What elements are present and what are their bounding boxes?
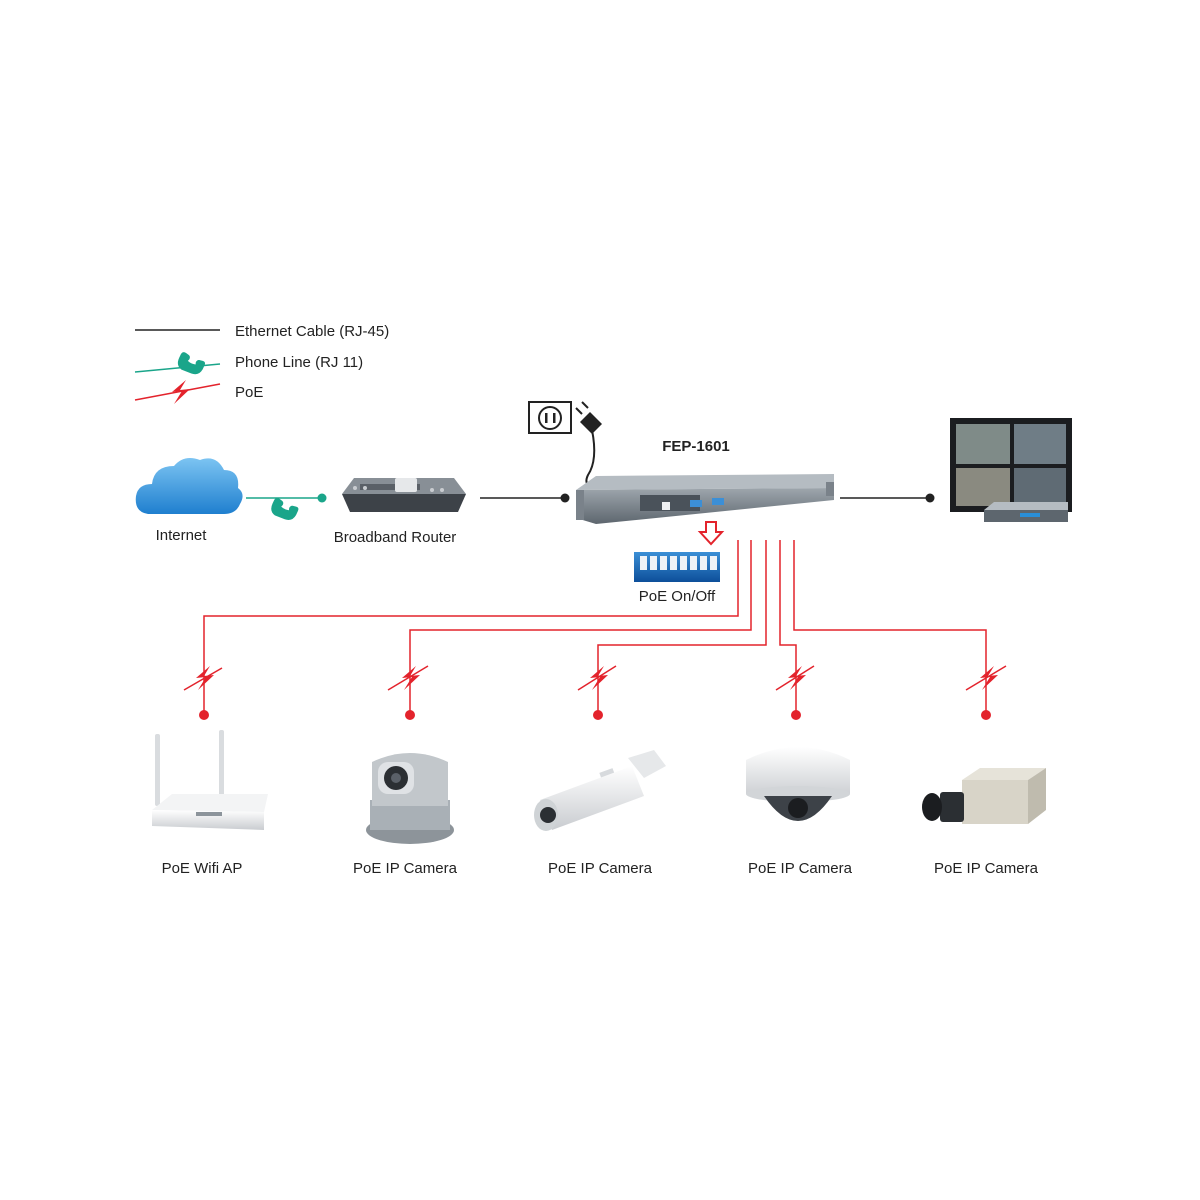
- device-label: PoE IP Camera: [353, 860, 458, 877]
- dome-camera-icon: [746, 747, 850, 821]
- poe-on-off-label: PoE On/Off: [639, 588, 716, 605]
- poe-endpoints: [199, 710, 991, 720]
- legend-poe-label: PoE: [235, 384, 263, 401]
- surveillance-monitor-icon: [950, 418, 1072, 512]
- internet-cloud-icon: [135, 458, 243, 514]
- power-plug-icon: [575, 401, 602, 434]
- poe-bolts: [183, 665, 1007, 691]
- bullet-camera-icon: [534, 750, 666, 831]
- legend-ethernet-label: Ethernet Cable (RJ-45): [235, 323, 389, 340]
- lightning-bolt-icon: [172, 380, 190, 404]
- top-connections: [246, 429, 935, 520]
- poe-links: [203, 540, 987, 712]
- wifi-access-point-icon: [152, 730, 268, 830]
- down-arrow-icon: [697, 521, 725, 546]
- poe-dip-switch-icon: [634, 552, 720, 582]
- switch-model-label: FEP-1601: [662, 438, 730, 455]
- ptz-camera-icon: [366, 753, 454, 844]
- legend-poe-line: [134, 380, 221, 404]
- lightning-bolt-icon: [577, 665, 617, 691]
- lightning-bolt-icon: [387, 665, 429, 691]
- lightning-bolt-icon: [775, 665, 815, 691]
- box-camera-icon: [922, 768, 1046, 824]
- router-label: Broadband Router: [334, 529, 457, 546]
- legend-phone-line: [134, 352, 221, 375]
- device-label: PoE Wifi AP: [162, 860, 243, 877]
- power-outlet-icon: [528, 401, 572, 434]
- lightning-bolt-icon: [183, 666, 223, 691]
- device-label: PoE IP Camera: [748, 860, 853, 877]
- phone-handset-icon: [271, 497, 299, 520]
- nvr-recorder-icon: [984, 502, 1068, 522]
- broadband-router-icon: [342, 478, 466, 512]
- lightning-bolt-icon: [965, 665, 1007, 691]
- phone-handset-icon: [177, 352, 206, 375]
- poe-switch-device-icon: [576, 474, 834, 524]
- internet-label: Internet: [156, 527, 208, 544]
- device-label: PoE IP Camera: [934, 860, 1039, 877]
- legend: Ethernet Cable (RJ-45) Phone Line (RJ 11…: [134, 323, 389, 404]
- device-label: PoE IP Camera: [548, 860, 653, 877]
- legend-phone-label: Phone Line (RJ 11): [235, 354, 363, 371]
